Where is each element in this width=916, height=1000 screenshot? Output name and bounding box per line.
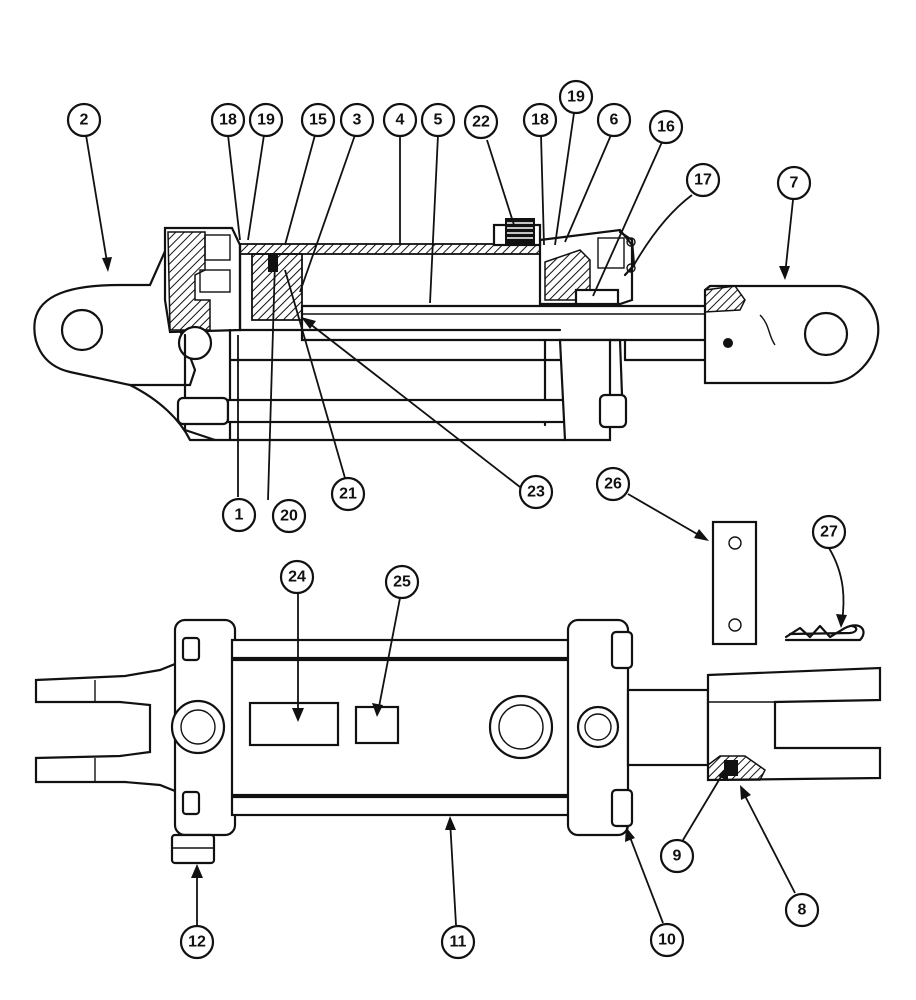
- svg-text:19: 19: [567, 89, 585, 106]
- svg-text:10: 10: [658, 932, 676, 949]
- callout-11: 11: [440, 924, 476, 960]
- svg-text:27: 27: [820, 524, 838, 541]
- callout-22: 22: [463, 104, 499, 140]
- leader-lines: [85, 112, 847, 926]
- right-pin-hole: [803, 311, 849, 357]
- callout-21: 21: [330, 476, 366, 512]
- callout-17: 17: [685, 162, 721, 198]
- svg-text:18: 18: [219, 112, 237, 129]
- svg-text:26: 26: [604, 476, 622, 493]
- callout-19: 19: [248, 102, 284, 138]
- svg-text:18: 18: [531, 112, 549, 129]
- svg-text:17: 17: [694, 172, 712, 189]
- callout-4: 4: [382, 102, 418, 138]
- callout-15: 15: [300, 102, 336, 138]
- right-port: [576, 705, 620, 749]
- svg-text:2: 2: [80, 112, 89, 129]
- callout-12: 12: [179, 924, 215, 960]
- svg-text:4: 4: [396, 112, 405, 129]
- svg-text:20: 20: [280, 508, 298, 525]
- svg-text:1: 1: [235, 507, 244, 524]
- callout-24: 24: [279, 559, 315, 595]
- callout-18: 18: [210, 102, 246, 138]
- tie-rod-upper: [230, 638, 574, 660]
- callout-7: 7: [776, 165, 812, 201]
- callout-27: 27: [811, 514, 847, 550]
- svg-text:19: 19: [257, 112, 275, 129]
- svg-text:23: 23: [527, 484, 545, 501]
- left-clevis-prongs: [34, 658, 187, 797]
- callout-2: 2: [66, 102, 102, 138]
- piston-rod: [300, 304, 744, 342]
- callout-8: 8: [784, 892, 820, 928]
- svg-text:8: 8: [798, 902, 807, 919]
- svg-text:9: 9: [673, 848, 682, 865]
- callout-10: 10: [649, 922, 685, 958]
- svg-text:7: 7: [790, 175, 799, 192]
- svg-text:15: 15: [309, 112, 327, 129]
- plate-26: [711, 520, 758, 646]
- tie-rod-lower: [230, 795, 574, 817]
- svg-text:5: 5: [434, 112, 443, 129]
- svg-text:12: 12: [188, 934, 206, 951]
- tie-rod-nut-10: [610, 788, 634, 828]
- callout-5: 5: [420, 102, 456, 138]
- right-clevis-prongs: [706, 666, 882, 782]
- svg-text:16: 16: [657, 119, 675, 136]
- tie-rod: [226, 398, 570, 424]
- svg-text:3: 3: [353, 112, 362, 129]
- svg-text:11: 11: [450, 934, 467, 951]
- callout-1: 1: [221, 497, 257, 533]
- svg-text:24: 24: [288, 569, 306, 586]
- svg-text:6: 6: [610, 112, 619, 129]
- top-cylinder-assembly: [33, 218, 880, 442]
- bottom-cylinder-assembly: [34, 618, 882, 865]
- left-pin-hole: [60, 308, 104, 352]
- callout-23: 23: [518, 474, 554, 510]
- gland-nut: [574, 288, 620, 306]
- hairpin-clip-27: [784, 624, 865, 642]
- callout-3: 3: [339, 102, 375, 138]
- callout-6: 6: [596, 102, 632, 138]
- label-plate-25: [354, 705, 400, 745]
- callout-16: 16: [648, 109, 684, 145]
- left-tie-rod-nut: [176, 396, 230, 426]
- svg-text:25: 25: [393, 574, 411, 591]
- callout-19: 19: [558, 79, 594, 115]
- drain-plug: [170, 833, 216, 865]
- svg-text:21: 21: [339, 486, 357, 503]
- left-port: [170, 699, 226, 755]
- right-clevis-eye: [703, 284, 880, 385]
- svg-text:22: 22: [472, 114, 490, 131]
- callout-25: 25: [384, 564, 420, 600]
- callout-20: 20: [271, 498, 307, 534]
- callout-26: 26: [595, 466, 631, 502]
- callout-18: 18: [522, 102, 558, 138]
- callouts: 2 18 19 15 3 4 5 22 18 19 6 16 17 7 1 20…: [66, 79, 847, 960]
- callout-9: 9: [659, 838, 695, 874]
